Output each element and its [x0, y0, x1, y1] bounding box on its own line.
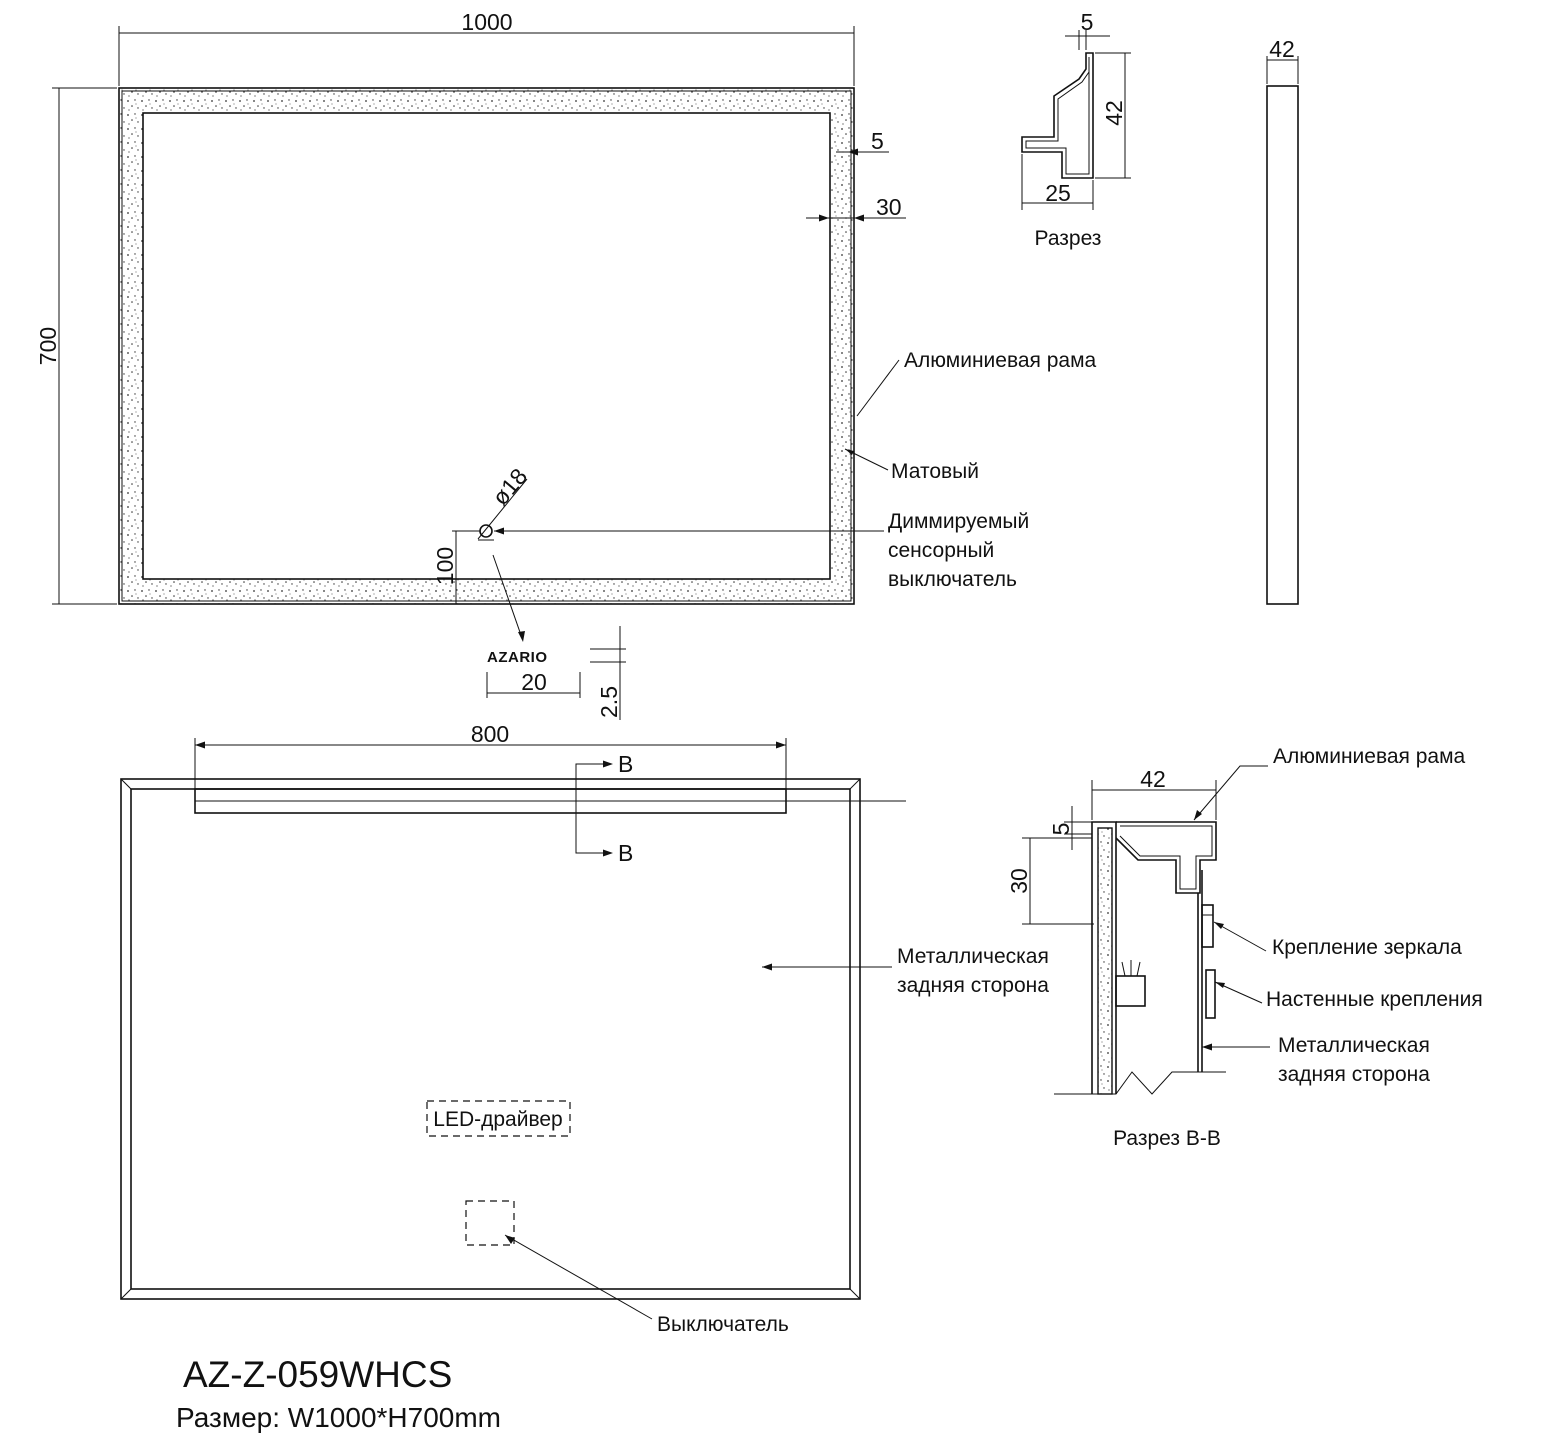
section-bb-title: Разрез B-B [1113, 1127, 1221, 1150]
dim-logo-width: 20 [521, 669, 547, 695]
front-view: 1000 700 5 30 Алюминиевая рама Матовый ø… [35, 9, 1097, 720]
wall-mount [1205, 969, 1216, 1019]
mirror-outer-edge [118, 87, 855, 605]
section-label-back-line2: задняя сторона [1278, 1063, 1430, 1086]
side-view: 42 [1266, 36, 1299, 605]
section-label-back-line1: Металлическая [1278, 1034, 1430, 1057]
section-dim-depth: 42 [1140, 766, 1166, 792]
label-switch-line1: Диммируемый [888, 510, 1029, 533]
dim-logo-height: 2.5 [596, 686, 622, 718]
section-marker-top: B [618, 751, 633, 777]
side-profile [1266, 85, 1299, 605]
dim-height: 700 [35, 327, 61, 365]
switch-label: Выключатель [657, 1313, 789, 1336]
profile-dim-height: 42 [1101, 100, 1127, 126]
section-bb: 42 5 30 Алюминиевая рама [1006, 745, 1483, 1150]
mirror-outer-frame-line [121, 90, 852, 602]
section-label-wall-mount: Настенные крепления [1266, 988, 1483, 1011]
label-metal-back-line2: задняя сторона [897, 974, 1049, 997]
profile-dim-top: 5 [1081, 9, 1094, 35]
led-driver-label: LED-драйвер [433, 1108, 562, 1131]
dim-led-length: 800 [471, 721, 509, 747]
size-text: Размер: W1000*H700mm [176, 1402, 501, 1433]
profile-dim-width: 25 [1045, 180, 1071, 206]
section-label-frame: Алюминиевая рама [1273, 745, 1466, 768]
dim-width: 1000 [461, 9, 512, 35]
back-view: 800 B B Металлическая задняя сторона LED… [120, 721, 1049, 1336]
brand-logo: AZARIO [487, 649, 548, 666]
mirror-inner-area [142, 112, 831, 580]
dim-switch-offset: 100 [432, 547, 458, 585]
side-dim-depth: 42 [1269, 36, 1295, 62]
section-dim-matte: 30 [1006, 868, 1032, 894]
label-metal-back-line1: Металлическая [897, 945, 1049, 968]
section-glass [1097, 827, 1113, 1095]
label-switch-line3: выключатель [888, 568, 1017, 591]
label-matte: Матовый [891, 460, 979, 483]
back-panel-inner [130, 788, 851, 1290]
touch-switch-icon [479, 524, 493, 538]
dim-frame: 5 [871, 128, 884, 154]
label-switch-line2: сенсорный [888, 539, 994, 562]
section-frame [1091, 821, 1117, 1094]
dim-matte: 30 [876, 194, 902, 220]
profile-section: 5 42 25 Разрез [1021, 9, 1131, 250]
matte-border [119, 88, 854, 604]
profile-title: Разрез [1035, 227, 1102, 250]
section-label-mirror-mount: Крепление зеркала [1272, 936, 1462, 959]
back-panel-outer [120, 778, 861, 1300]
switch-box [465, 1200, 515, 1246]
mirror-mount [1201, 904, 1214, 948]
section-dim-top: 5 [1048, 823, 1074, 836]
title-block: AZ-Z-059WHCS Размер: W1000*H700mm [176, 1354, 501, 1433]
dim-switch-diameter: ø18 [487, 463, 532, 510]
led-driver-box [426, 1100, 571, 1137]
section-marker-bottom: B [618, 840, 633, 866]
label-aluminum-frame: Алюминиевая рама [904, 349, 1097, 372]
model-number: AZ-Z-059WHCS [183, 1354, 452, 1395]
section-component [1115, 975, 1146, 1007]
profile-shape [1021, 52, 1094, 179]
